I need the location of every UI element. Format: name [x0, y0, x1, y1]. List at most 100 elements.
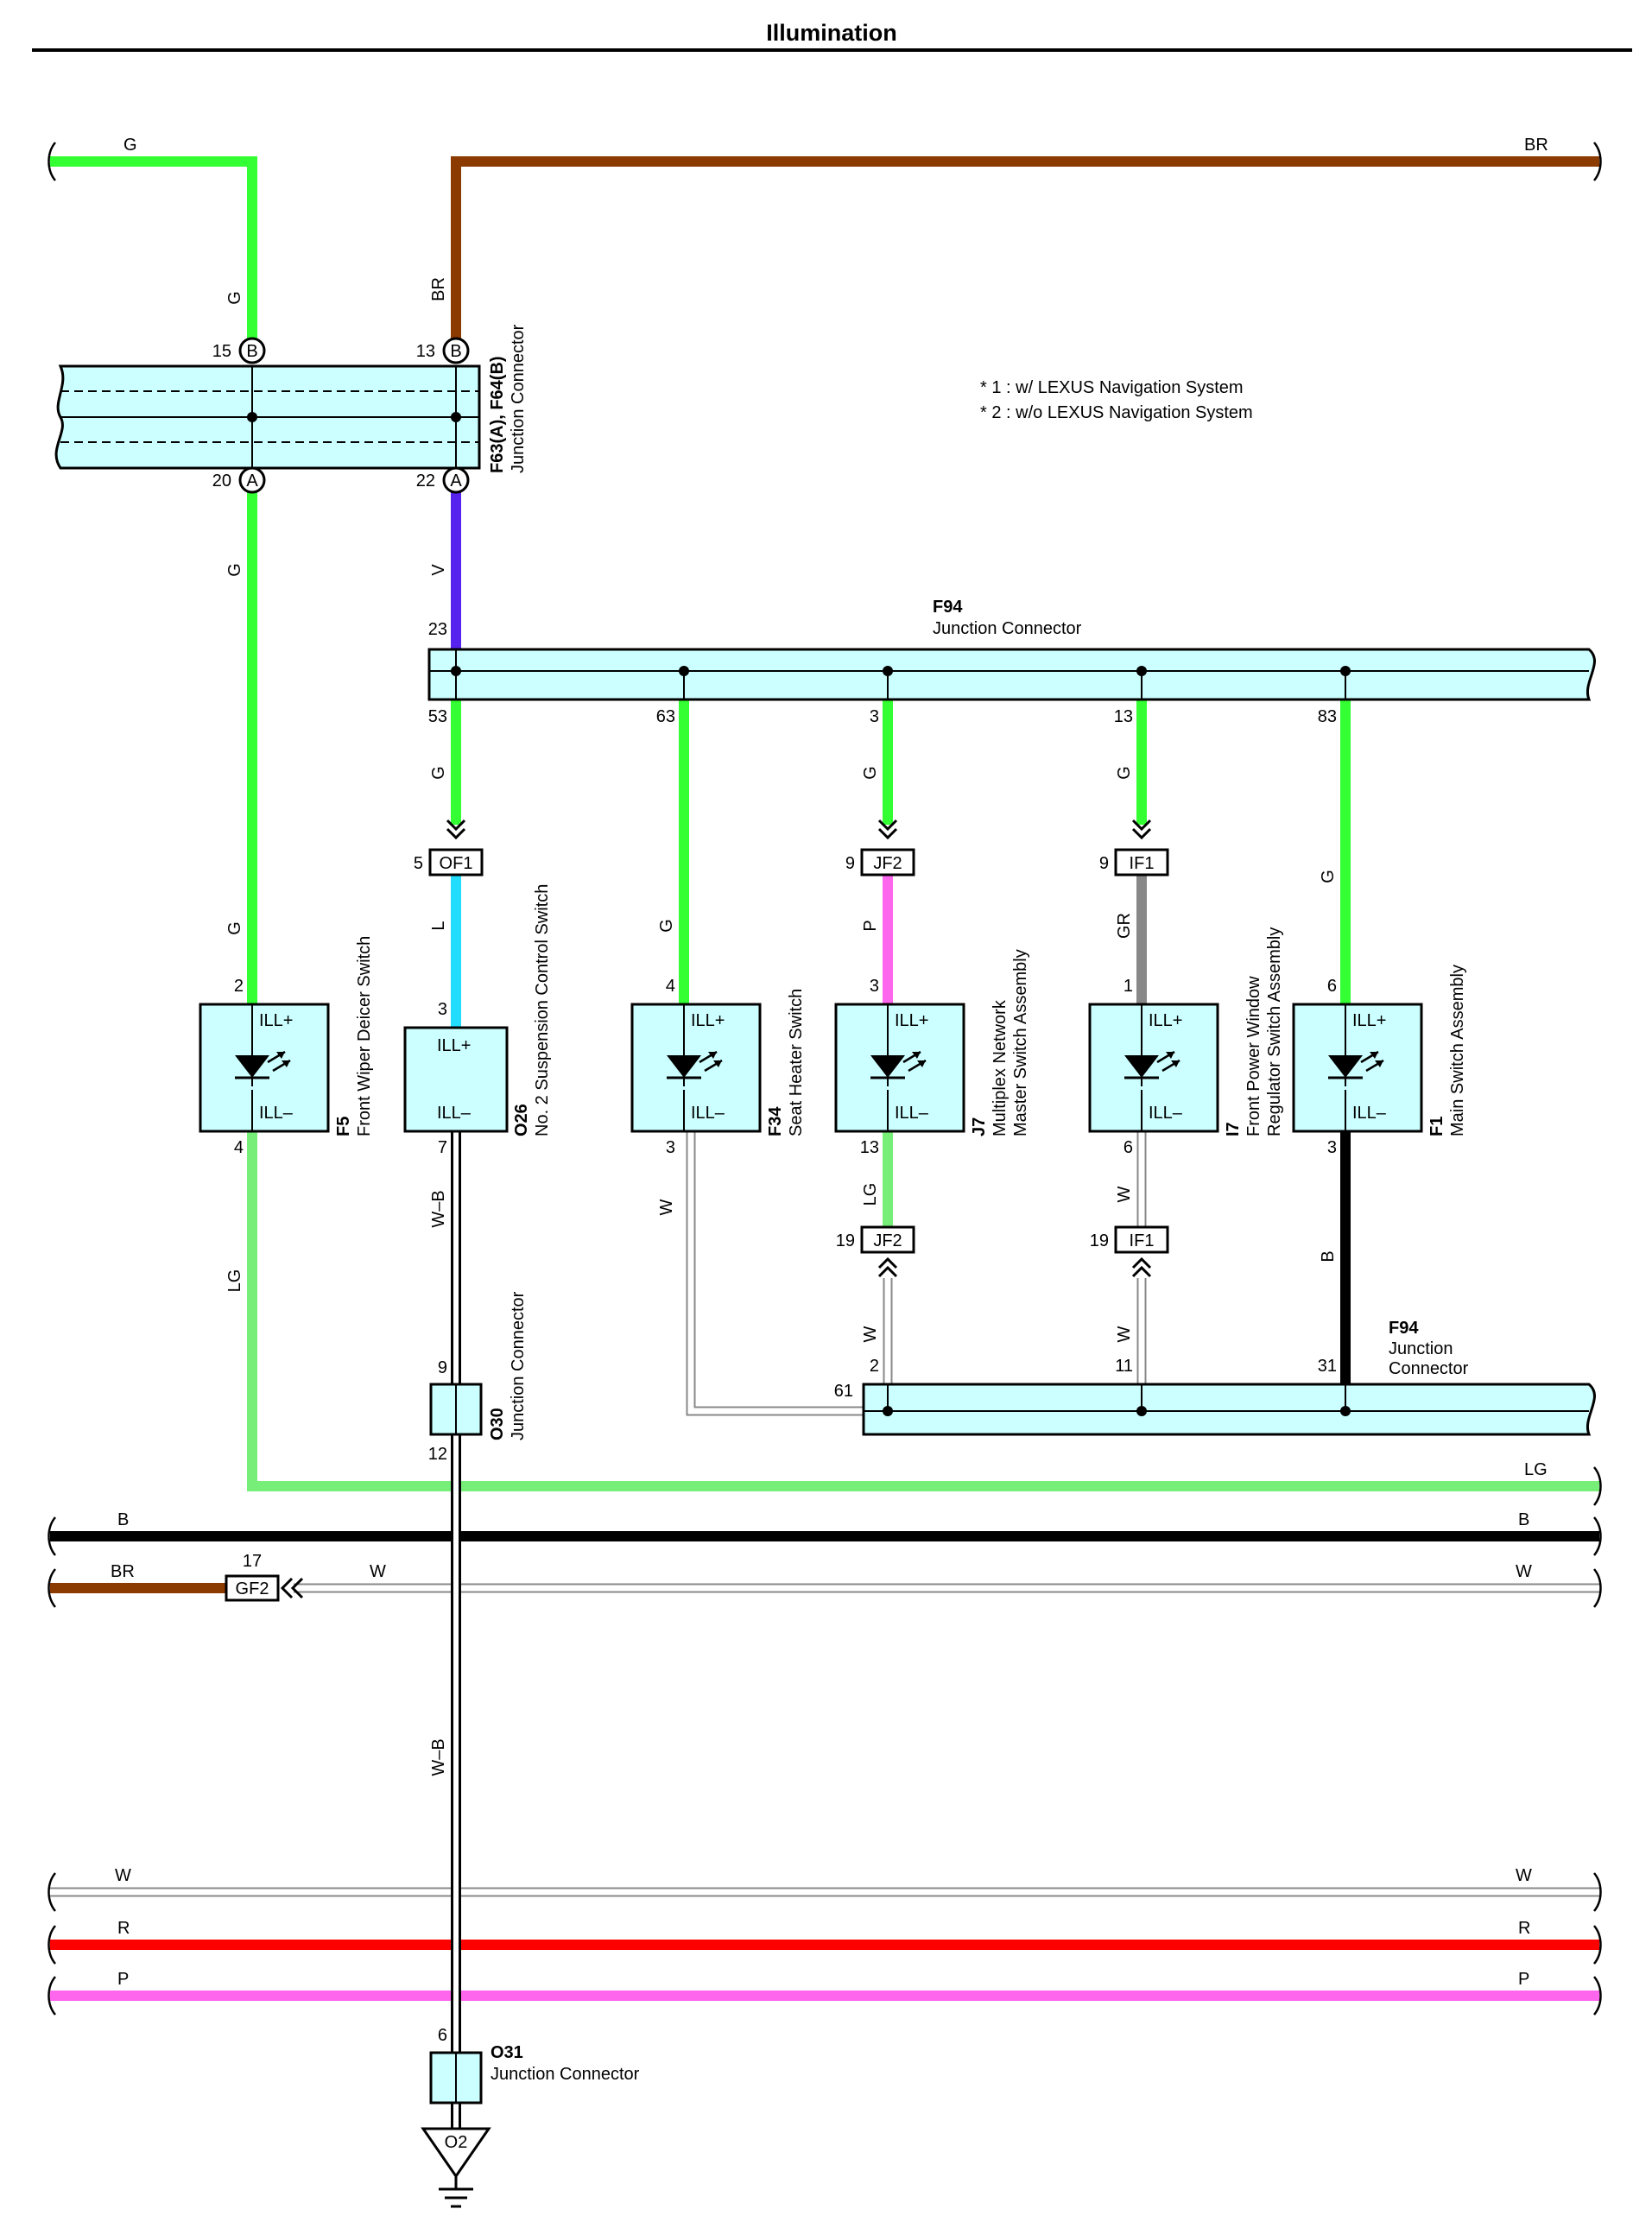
wire-label-w1: W	[657, 1199, 676, 1215]
wire-label-w-low-l: W	[115, 1866, 131, 1885]
f34-name: Seat Heater Switch	[787, 989, 806, 1136]
component-j7	[834, 1003, 965, 1133]
component-f5	[199, 1003, 330, 1133]
connector-gf2	[225, 1574, 304, 1602]
connector-if1-bottom-label: IF1	[1130, 1231, 1155, 1250]
wire-label-b-right: B	[1518, 1510, 1529, 1529]
o30-name: Junction Connector	[509, 1291, 528, 1440]
o31-junction-connector	[429, 2051, 483, 2105]
wire-label-g-3: G	[861, 766, 880, 780]
j7-ill-minus: ILL–	[895, 1104, 929, 1123]
f63-pin-15: 15	[212, 342, 231, 361]
f94-bottom-name-line1: Junction	[1389, 1339, 1453, 1358]
o30-pin-bottom: 12	[428, 1445, 447, 1464]
f1-pin-top: 6	[1327, 977, 1337, 996]
wire-label-lg2: LG	[861, 1183, 880, 1206]
wire-label-wb1: W–B	[429, 1190, 448, 1227]
o26-name: No. 2 Suspension Control Switch	[533, 884, 552, 1136]
f34-pin-top: 4	[666, 977, 675, 996]
j7-name-line1: Multiplex Network	[991, 999, 1010, 1136]
component-f1	[1292, 1003, 1423, 1133]
component-o26	[403, 1026, 509, 1133]
o26-ill-minus: ILL–	[437, 1104, 472, 1123]
component-i7	[1088, 1003, 1219, 1133]
f94-top-name: Junction Connector	[933, 619, 1082, 638]
connector-if1-top-pin: 9	[1099, 854, 1109, 873]
f34-ill-plus: ILL+	[691, 1011, 725, 1030]
f94-bottom-pin-31: 31	[1318, 1357, 1337, 1376]
j7-pin-bottom: 13	[860, 1138, 879, 1157]
wire-label-g2: G	[225, 563, 244, 577]
wire-g-top	[50, 156, 257, 351]
wire-label-g-83: G	[1319, 870, 1338, 883]
f94-bottom-code: F94	[1389, 1319, 1419, 1338]
f94-top-pin-63: 63	[656, 707, 675, 726]
connector-jf2-bottom	[860, 1225, 915, 1278]
f5-ill-plus: ILL+	[259, 1011, 293, 1030]
i7-pin-bottom: 6	[1123, 1138, 1133, 1157]
wire-label-gr: GR	[1115, 913, 1134, 939]
f63-code: F63(A), F64(B)	[488, 356, 507, 473]
wire-break-marks	[47, 142, 1602, 2016]
wire-label-r-l: R	[117, 1919, 130, 1938]
component-f34	[630, 1003, 762, 1133]
connector-jf2-top-pin: 9	[845, 854, 855, 873]
o26-pin-bottom: 7	[438, 1138, 447, 1157]
j7-name-line2: Master Switch Assembly	[1011, 949, 1030, 1136]
f63-letter-b1: B	[246, 342, 257, 361]
f94-top-pin-23: 23	[428, 620, 447, 639]
connector-jf2-bottom-pin: 19	[836, 1231, 855, 1250]
wire-label-w3: W	[1115, 1186, 1134, 1202]
connector-of1-pin: 5	[414, 854, 423, 873]
wire-br-top	[451, 156, 1599, 351]
f63-pin-22: 22	[416, 472, 435, 491]
wire-label-top-br: BR	[1524, 136, 1548, 155]
f34-ill-minus: ILL–	[691, 1104, 725, 1123]
j7-ill-plus: ILL+	[895, 1011, 928, 1030]
wire-label-l: L	[429, 921, 448, 930]
wire-label-br1: BR	[429, 277, 448, 301]
f94-bottom-pin-2: 2	[870, 1357, 879, 1376]
wire-label-b1: B	[1319, 1250, 1338, 1262]
wire-label-p-r: P	[1518, 1970, 1529, 1989]
o31-pin-top: 6	[438, 2026, 447, 2045]
i7-name-line2: Regulator Switch Assembly	[1265, 927, 1284, 1136]
o26-ill-plus: ILL+	[437, 1036, 471, 1055]
i7-ill-minus: ILL–	[1149, 1104, 1183, 1123]
f63-pin-20: 20	[212, 472, 231, 491]
f94-top-pin-3: 3	[870, 707, 879, 726]
wire-label-wb2: W–B	[429, 1738, 448, 1775]
o26-pin-top: 3	[438, 1000, 447, 1019]
wire-label-b-left: B	[117, 1510, 129, 1529]
wire-label-g1: G	[225, 291, 244, 305]
o31-code: O31	[491, 2043, 523, 2062]
connector-gf2-pin: 17	[243, 1552, 262, 1571]
f63-letter-a2: A	[450, 472, 462, 491]
f5-pin-top: 2	[234, 977, 244, 996]
f5-ill-minus: ILL–	[259, 1104, 294, 1123]
wire-label-lg1: LG	[225, 1269, 244, 1293]
f34-code: F34	[766, 1106, 785, 1136]
note-1: * 1 : w/ LEXUS Navigation System	[980, 378, 1244, 397]
f1-code: F1	[1427, 1117, 1446, 1136]
f94-top-pin-13: 13	[1114, 707, 1133, 726]
ground-label: O2	[445, 2133, 468, 2152]
connector-gf2-label: GF2	[236, 1579, 269, 1598]
f1-name: Main Switch Assembly	[1448, 965, 1467, 1136]
connector-of1-label: OF1	[440, 854, 473, 873]
wire-label-g-53: G	[429, 766, 448, 780]
note-2: * 2 : w/o LEXUS Navigation System	[980, 403, 1253, 422]
connector-jf2-bottom-label: JF2	[873, 1231, 902, 1250]
j7-pin-top: 3	[870, 977, 879, 996]
f94-bottom-pin-11: 11	[1115, 1357, 1133, 1376]
f63-f64-junction-connector	[54, 337, 481, 494]
f63-pin-13: 13	[416, 342, 435, 361]
f94-bottom-junction-connector	[862, 1383, 1596, 1436]
wire-label-w4: W	[1115, 1326, 1134, 1342]
f94-bottom-pin-61: 61	[834, 1382, 853, 1401]
wire-label-g-63: G	[657, 919, 676, 933]
f5-name: Front Wiper Deicer Switch	[355, 936, 374, 1136]
f1-pin-bottom: 3	[1327, 1138, 1337, 1157]
f1-ill-minus: ILL–	[1352, 1104, 1387, 1123]
